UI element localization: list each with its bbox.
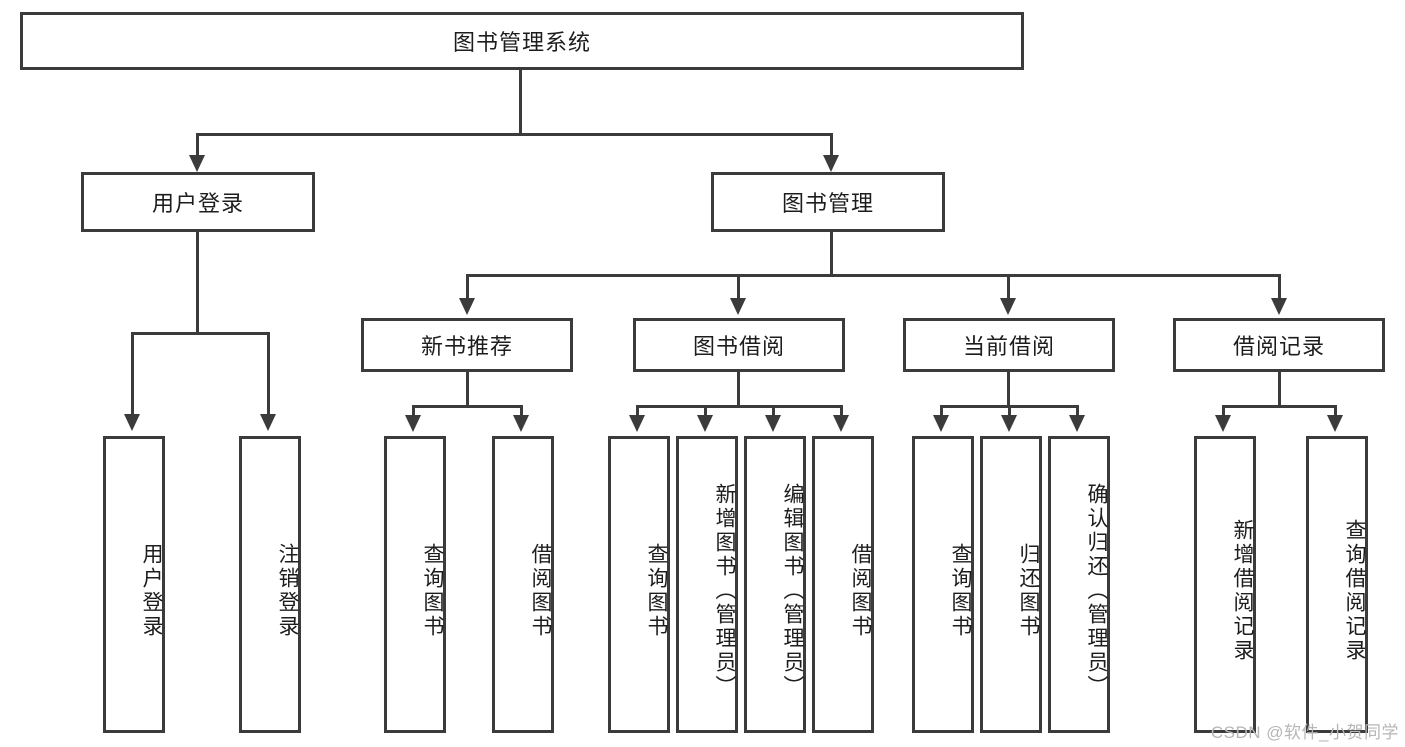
arrow-bm-to-current-borrow [1000,298,1016,315]
connector-root-to-user-login [196,133,199,157]
node-label: 用户登录 [151,191,244,216]
arrow-user-login-leaf-2 [260,414,276,431]
arrow-bb-leaf-3 [765,415,781,432]
arrow-br-leaf-1 [1215,415,1231,432]
arrow-nbr-leaf-2 [513,415,529,432]
leaf-bb-borrow-book[interactable]: 借阅图书 [812,436,874,733]
connector-bm-drop-4 [1278,274,1281,300]
node-new-book-recommend[interactable]: 新书推荐 [361,318,573,372]
node-label: 编辑图书（管理员） [781,482,804,699]
watermark-text: CSDN @软件_小贺同学 [1210,723,1399,742]
arrow-bb-leaf-1 [629,415,645,432]
node-label: 查询图书 [421,542,444,639]
connector-bm-drop-2 [737,274,740,300]
connector-nbr-bus [412,405,523,408]
node-label: 归还图书 [1017,542,1040,639]
arrow-user-login-leaf-1 [124,414,140,431]
connector-nbr-drop-1 [412,405,415,417]
connector-root-stem [519,70,522,136]
leaf-cb-query-book[interactable]: 查询图书 [912,436,974,733]
connector-cb-drop-3 [1076,405,1079,417]
connector-bm-drop-3 [1007,274,1010,300]
node-book-borrow[interactable]: 图书借阅 [633,318,845,372]
leaf-br-add-record[interactable]: 新增借阅记录 [1194,436,1256,733]
node-label: 借阅图书 [849,542,872,639]
leaf-user-login-login[interactable]: 用户登录 [103,436,165,733]
leaf-nbr-borrow-book[interactable]: 借阅图书 [492,436,554,733]
leaf-cb-return-book[interactable]: 归还图书 [980,436,1042,733]
connector-cb-drop-2 [1008,405,1011,417]
connector-br-drop-1 [1222,405,1225,417]
arrow-cb-leaf-2 [1001,415,1017,432]
node-label: 用户登录 [140,542,163,639]
connector-br-stem [1278,372,1281,408]
node-book-management[interactable]: 图书管理 [711,172,945,232]
leaf-user-login-logout[interactable]: 注销登录 [239,436,301,733]
connector-br-bus [1222,405,1337,408]
arrow-root-to-user-login [189,155,205,172]
leaf-bb-add-book-admin[interactable]: 新增图书（管理员） [676,436,738,733]
leaf-bb-query-book[interactable]: 查询图书 [608,436,670,733]
node-label: 查询图书 [645,542,668,639]
node-label: 当前借阅 [962,334,1055,359]
arrow-bb-leaf-4 [833,415,849,432]
connector-user-login-bus [131,332,270,335]
connector-user-login-drop-2 [267,332,270,416]
node-borrow-record[interactable]: 借阅记录 [1173,318,1385,372]
connector-bb-stem [737,372,740,408]
node-label: 新书推荐 [420,334,513,359]
connector-bb-drop-2 [704,405,707,417]
node-user-login[interactable]: 用户登录 [81,172,315,232]
connector-user-login-drop-1 [131,332,134,416]
connector-root-bus [196,133,833,136]
connector-cb-drop-1 [940,405,943,417]
connector-nbr-stem [466,372,469,408]
node-label: 确认归还（管理员） [1085,482,1108,699]
node-label: 查询借阅记录 [1343,518,1366,663]
connector-book-management-bus [466,274,1278,277]
connector-user-login-stem [196,232,199,335]
connector-bm-drop-1 [466,274,469,300]
arrow-nbr-leaf-1 [405,415,421,432]
node-label: 查询图书 [949,542,972,639]
connector-bb-drop-4 [840,405,843,417]
node-label: 图书借阅 [692,334,785,359]
connector-nbr-drop-2 [520,405,523,417]
node-label: 图书管理 [781,191,874,216]
node-label: 新增借阅记录 [1231,518,1254,663]
connector-bb-bus [636,405,841,408]
node-root-book-management-system[interactable]: 图书管理系统 [20,12,1024,70]
arrow-root-to-book-management [823,155,839,172]
connector-root-to-book-management [830,133,833,157]
node-label: 新增图书（管理员） [713,482,736,699]
connector-bb-drop-3 [772,405,775,417]
node-label: 图书管理系统 [452,30,591,55]
leaf-br-query-record[interactable]: 查询借阅记录 [1306,436,1368,733]
connector-bb-drop-1 [636,405,639,417]
node-label: 注销登录 [276,542,299,639]
arrow-br-leaf-2 [1327,415,1343,432]
arrow-bm-to-book-borrow [730,298,746,315]
node-label: 借阅记录 [1232,334,1325,359]
node-label: 借阅图书 [529,542,552,639]
arrow-bm-to-borrow-record [1271,298,1287,315]
leaf-bb-edit-book-admin[interactable]: 编辑图书（管理员） [744,436,806,733]
leaf-nbr-query-book[interactable]: 查询图书 [384,436,446,733]
arrow-bm-to-new-book-recommend [459,298,475,315]
arrow-cb-leaf-3 [1069,415,1085,432]
arrow-bb-leaf-2 [697,415,713,432]
connector-book-management-stem [830,232,833,277]
connector-cb-stem [1007,372,1010,408]
arrow-cb-leaf-1 [933,415,949,432]
connector-br-drop-2 [1334,405,1337,417]
node-current-borrow[interactable]: 当前借阅 [903,318,1115,372]
leaf-cb-confirm-return-admin[interactable]: 确认归还（管理员） [1048,436,1110,733]
